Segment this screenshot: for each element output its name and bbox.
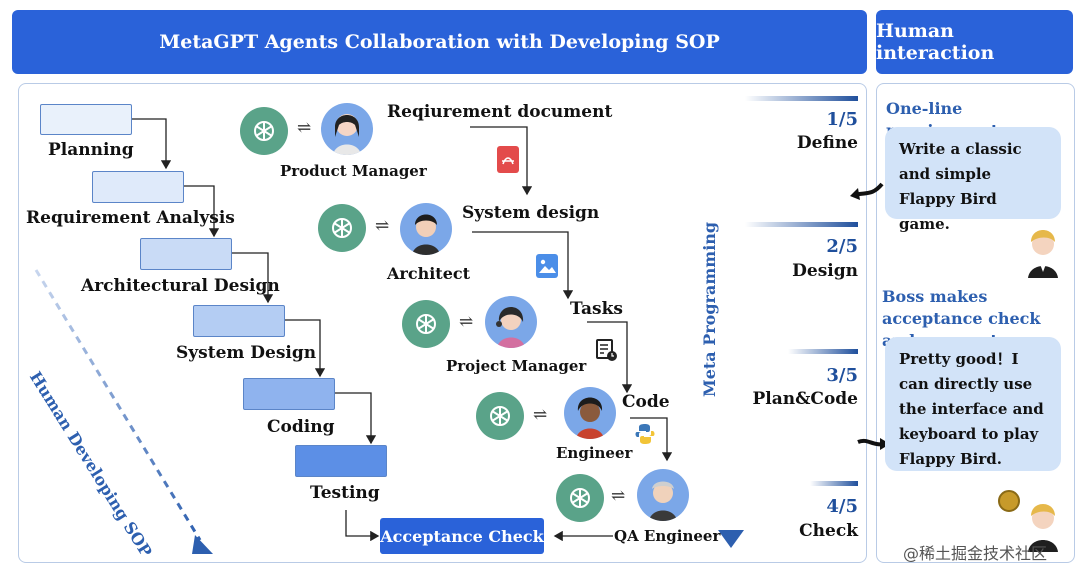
swap-arrows-icon: ⇌ bbox=[459, 312, 474, 332]
artifact-requirement-document: Reqiurement document bbox=[387, 102, 613, 122]
connector-req-arch bbox=[183, 185, 220, 238]
waterfall-box-planning bbox=[40, 104, 132, 135]
waterfall-box-coding bbox=[243, 378, 335, 410]
role-product-manager: Product Manager bbox=[280, 162, 427, 180]
connector-sysdesign-tasks bbox=[472, 231, 574, 300]
connector-tasks-code bbox=[587, 321, 633, 394]
connector-reqdoc-sysdesign bbox=[470, 126, 533, 196]
sop-diagonal-arrowhead bbox=[192, 535, 213, 554]
waterfall-box-requirement bbox=[92, 171, 184, 203]
waterfall-box-system bbox=[193, 305, 285, 337]
meta-programming-label: Meta Programming bbox=[700, 221, 719, 397]
waterfall-label-coding: Coding bbox=[267, 417, 335, 437]
meta-vertical-arrowhead bbox=[718, 530, 744, 548]
chatgpt-icon bbox=[240, 107, 288, 155]
python-icon bbox=[633, 422, 657, 446]
boss-avatar bbox=[1020, 498, 1066, 552]
connector-testing-acceptance bbox=[345, 510, 380, 542]
swap-arrows-icon: ⇌ bbox=[297, 118, 312, 138]
chatgpt-icon bbox=[476, 392, 524, 440]
waterfall-label-architectural: Architectural Design bbox=[81, 276, 280, 296]
artifact-code: Code bbox=[622, 392, 670, 412]
waterfall-label-requirement: Requirement Analysis bbox=[26, 208, 235, 228]
connector-coding-testing bbox=[335, 392, 377, 445]
waterfall-label-testing: Testing bbox=[310, 483, 380, 503]
step-label: Define bbox=[796, 133, 858, 153]
waterfall-box-testing bbox=[295, 445, 387, 477]
requirement-text: Write a classic and simple Flappy Bird g… bbox=[899, 140, 1022, 233]
chatgpt-icon bbox=[318, 204, 366, 252]
swap-arrows-icon: ⇌ bbox=[375, 216, 390, 236]
waterfall-connectors bbox=[131, 118, 380, 542]
side-title: Human interaction bbox=[876, 20, 995, 64]
side-header: Human interaction bbox=[876, 10, 1073, 74]
step-bar bbox=[810, 481, 858, 486]
step-label: Check bbox=[799, 521, 858, 541]
sop-diagonal-line bbox=[34, 269, 202, 541]
project-manager-avatar bbox=[485, 296, 537, 348]
swap-arrows-icon: ⇌ bbox=[611, 486, 626, 506]
main-header: MetaGPT Agents Collaboration with Develo… bbox=[12, 10, 867, 74]
step-number: 4/5 bbox=[826, 496, 858, 517]
requirement-bubble: Write a classic and simple Flappy Bird g… bbox=[885, 127, 1061, 233]
role-engineer: Engineer bbox=[556, 444, 633, 462]
connector-arch-sys bbox=[232, 252, 274, 304]
tasks-icon bbox=[595, 338, 619, 362]
watermark: @稀土掘金技术社区 bbox=[903, 544, 1048, 563]
boss-bubble: Pretty good！I can directly use the inter… bbox=[885, 337, 1061, 471]
step-number: 1/5 bbox=[826, 109, 858, 130]
step-label: Design bbox=[792, 261, 858, 281]
artifact-system-design: System design bbox=[462, 203, 600, 223]
agent-connectors bbox=[470, 126, 673, 542]
boss-text: Pretty good！I can directly use the inter… bbox=[899, 350, 1044, 468]
qa-engineer-avatar bbox=[637, 469, 689, 521]
step-number: 3/5 bbox=[826, 365, 858, 386]
pdf-icon bbox=[497, 146, 519, 173]
waterfall-label-planning: Planning bbox=[48, 140, 134, 160]
swap-arrows-icon: ⇌ bbox=[533, 405, 548, 425]
waterfall-label-system: System Design bbox=[176, 343, 317, 363]
image-icon bbox=[536, 254, 558, 278]
coin-icon bbox=[998, 490, 1020, 512]
step-bar bbox=[788, 349, 858, 354]
role-architect: Architect bbox=[387, 264, 470, 283]
connector-planning-req bbox=[131, 118, 172, 170]
chatgpt-icon bbox=[402, 300, 450, 348]
engineer-avatar bbox=[564, 387, 616, 439]
connector-sys-coding bbox=[285, 319, 326, 378]
role-qa-engineer: QA Engineer bbox=[614, 527, 721, 545]
product-manager-avatar bbox=[321, 103, 373, 155]
architect-avatar bbox=[400, 203, 452, 255]
step-bar bbox=[745, 222, 858, 227]
main-title: MetaGPT Agents Collaboration with Develo… bbox=[159, 31, 720, 53]
artifact-tasks: Tasks bbox=[570, 299, 623, 319]
step-label: Plan&Code bbox=[752, 389, 858, 409]
waterfall-box-architectural bbox=[140, 238, 232, 270]
connector-code-qa bbox=[630, 417, 673, 462]
step-bar bbox=[745, 96, 858, 101]
role-project-manager: Project Manager bbox=[446, 357, 587, 375]
human-avatar bbox=[1020, 224, 1066, 278]
acceptance-check-box: Acceptance Check bbox=[380, 518, 544, 554]
chatgpt-icon bbox=[556, 474, 604, 522]
acceptance-check-label: Acceptance Check bbox=[380, 526, 544, 546]
step-number: 2/5 bbox=[826, 236, 858, 257]
